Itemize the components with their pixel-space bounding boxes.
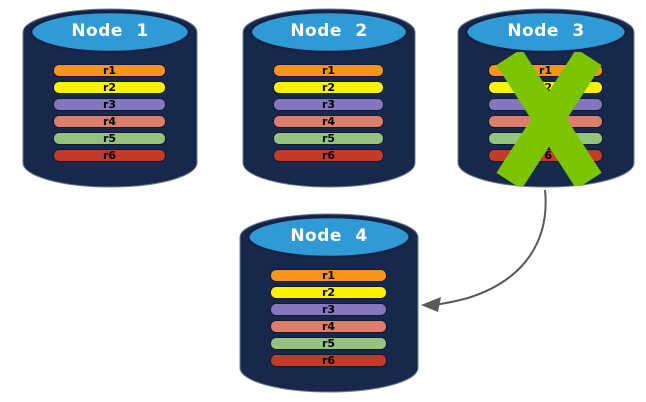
replica-bar: r6	[273, 149, 384, 162]
replica-bar: r6	[270, 354, 387, 367]
node-title: Node 4	[290, 226, 368, 246]
replica-bar: r5	[270, 337, 387, 350]
replica-list: r1 r2 r3 r4 r5 r6	[53, 64, 166, 162]
node-title: Node 1	[71, 21, 149, 41]
node-3: Node 3 r1 r2 r3 r4 r5 r6	[457, 8, 635, 188]
replica-bar: r3	[273, 98, 384, 111]
replica-bar: r4	[273, 115, 384, 128]
replica-bar: r1	[273, 64, 384, 77]
replica-bar: r3	[270, 303, 387, 316]
replica-bar: r4	[270, 320, 387, 333]
node-4: Node 4 r1 r2 r3 r4 r5 r6	[239, 213, 419, 393]
replica-bar: r2	[53, 81, 166, 94]
replica-bar: r1	[53, 64, 166, 77]
replica-bar: r6	[53, 149, 166, 162]
replica-bar: r5	[53, 132, 166, 145]
replica-bar: r3	[53, 98, 166, 111]
cylinder-top-ellipse	[29, 10, 191, 54]
node-1: Node 1 r1 r2 r3 r4 r5 r6	[22, 8, 198, 188]
replica-list: r1 r2 r3 r4 r5 r6	[270, 269, 387, 367]
node-title: Node 3	[507, 21, 585, 41]
replica-bar: r1	[270, 269, 387, 282]
cylinder-top-ellipse	[464, 10, 628, 54]
replica-bar: r2	[270, 286, 387, 299]
replica-bar: r5	[273, 132, 384, 145]
node-title: Node 2	[290, 21, 368, 41]
cylinder-top-ellipse	[249, 10, 409, 54]
node-2: Node 2 r1 r2 r3 r4 r5 r6	[242, 8, 416, 188]
replica-bar: r2	[273, 81, 384, 94]
replica-bar: r4	[53, 115, 166, 128]
failure-cross-icon	[496, 52, 602, 186]
replica-list: r1 r2 r3 r4 r5 r6	[273, 64, 384, 162]
cylinder-top-ellipse	[246, 215, 412, 259]
failover-arrow-icon	[421, 189, 547, 312]
